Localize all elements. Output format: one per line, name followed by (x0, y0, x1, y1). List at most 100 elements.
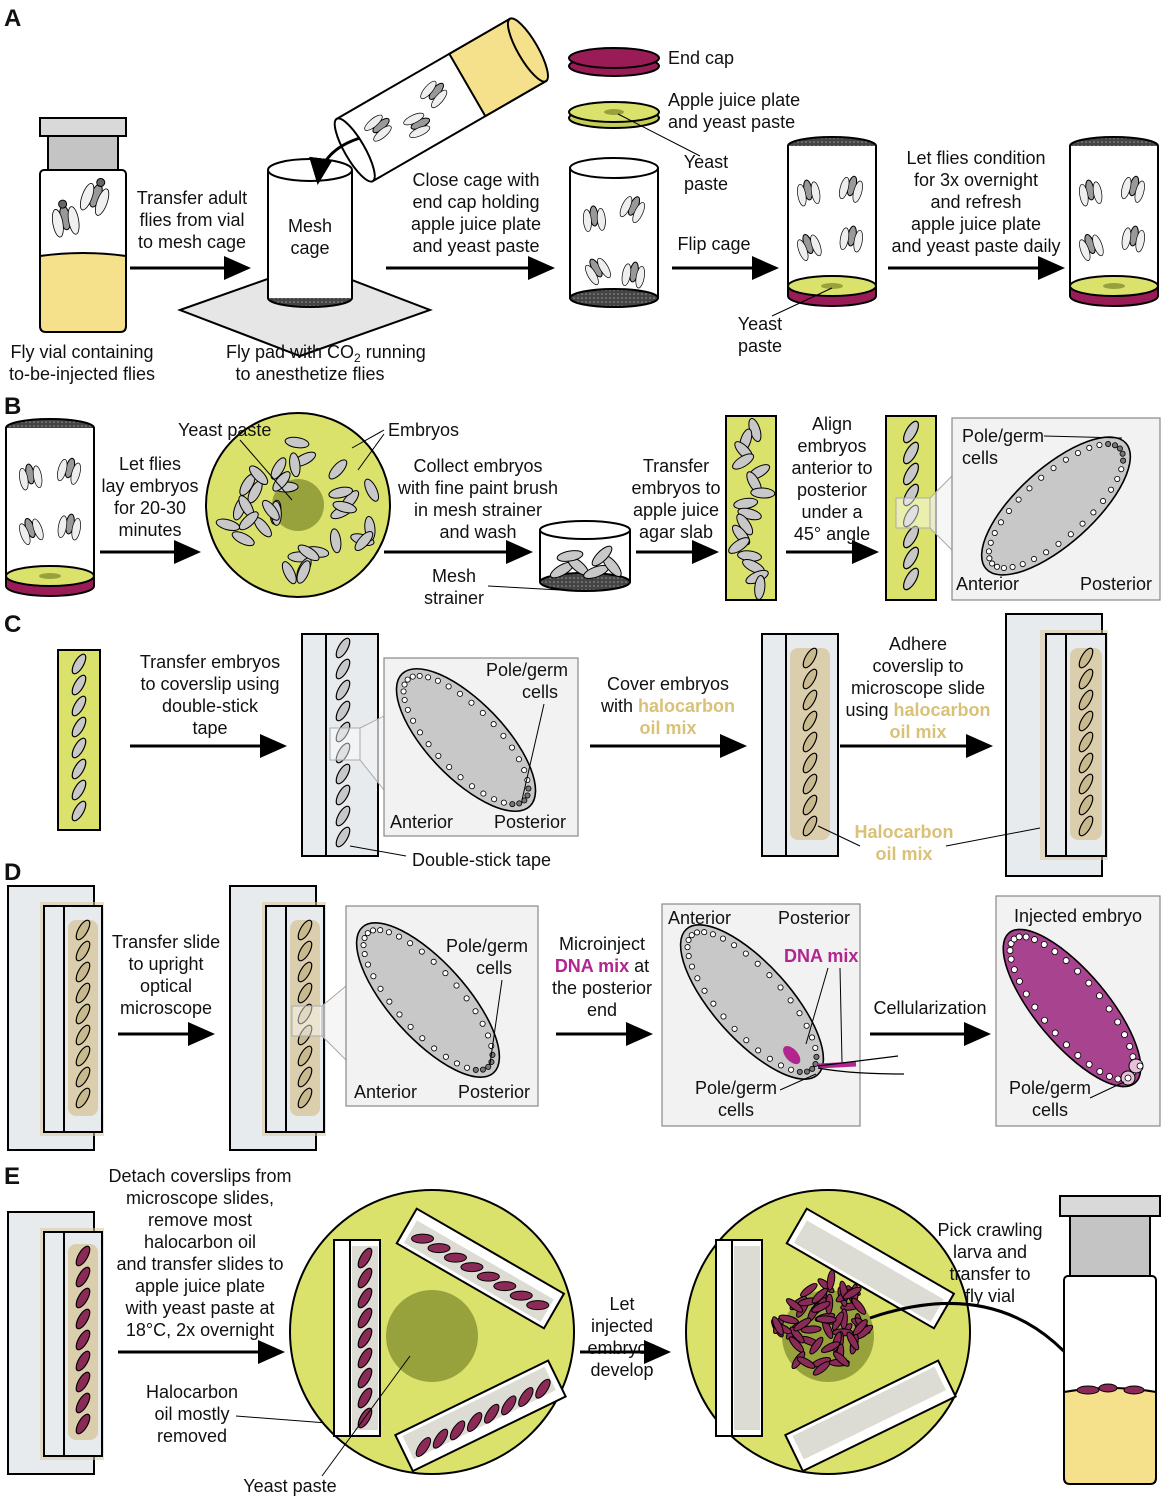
yeast-paste-label-e: Yeast paste (243, 1476, 336, 1496)
pole-cells-label-c: Pole/germ (486, 660, 568, 680)
nucleus (479, 709, 486, 716)
pick-text-2: larva and (953, 1242, 1027, 1262)
pole-cell (809, 1065, 816, 1072)
condition-text-5: and yeast paste daily (891, 236, 1060, 256)
pole-cell (812, 1060, 819, 1067)
embryo (281, 561, 297, 585)
embryo (262, 499, 280, 521)
nucleus (370, 927, 377, 934)
embryo (802, 689, 818, 711)
nucleus (1007, 955, 1015, 963)
pole-cell (1119, 450, 1126, 457)
embryo (800, 1282, 818, 1298)
nucleus (468, 699, 475, 706)
nucleus (410, 717, 417, 724)
lay-text-1: Let flies (119, 454, 181, 474)
slide-on-plate (393, 1359, 567, 1473)
pole-cells-label-d: Pole/germ (446, 936, 528, 956)
nucleus (720, 1013, 727, 1020)
cover-text-3: oil mix (639, 718, 696, 738)
injected-embryo-label: Injected embryo (1014, 906, 1142, 926)
embryo (842, 1286, 862, 1300)
embryo (772, 1316, 784, 1336)
nucleus (1015, 496, 1022, 503)
nucleus (1114, 1075, 1122, 1083)
embryo (820, 1341, 841, 1353)
embryo (75, 919, 91, 941)
embryo (852, 1319, 868, 1336)
nucleus (731, 942, 738, 949)
pole-cell (1116, 445, 1123, 452)
embryo (826, 1269, 836, 1291)
nucleus (364, 930, 371, 937)
condition-text-4: apple juice plate (911, 214, 1041, 234)
develop-text-4: develop (590, 1360, 653, 1380)
nucleus (1090, 509, 1097, 516)
embryo (411, 1233, 435, 1244)
embryo (71, 716, 87, 738)
nucleus (457, 690, 464, 697)
align-text-5: under a (801, 502, 863, 522)
nucleus (701, 929, 708, 936)
embryo (335, 721, 351, 743)
nucleus (754, 960, 761, 967)
embryo (357, 1247, 373, 1269)
transfer-adult-2: flies from vial (139, 210, 244, 230)
nucleus (1074, 1052, 1082, 1059)
nucleus (1050, 465, 1057, 472)
mesh-cage-label-2: cage (290, 238, 329, 258)
nucleus (385, 929, 392, 936)
nucleus (1114, 1018, 1122, 1026)
yeast-paste-label-2: Yeast (738, 314, 782, 334)
detach-text-1: Detach coverslips from (108, 1166, 291, 1186)
nucleus (419, 1035, 426, 1042)
embryo (335, 826, 351, 848)
detach-text-3: remove most (148, 1210, 252, 1230)
embryo (802, 815, 818, 837)
embryo (903, 504, 919, 528)
nucleus (396, 933, 403, 940)
embryo (297, 1003, 313, 1025)
transfer-c-1: Transfer embryos (140, 652, 280, 672)
embryo (75, 1266, 91, 1288)
nucleus (688, 932, 695, 939)
larvae-cluster (771, 1269, 874, 1376)
embryo (484, 1403, 500, 1424)
embryo (75, 1245, 91, 1267)
embryo (75, 1350, 91, 1372)
slide-embryos (75, 919, 91, 1109)
inject-text-2: DNA mix at (555, 956, 649, 976)
embryo (71, 653, 87, 675)
anterior-label-d2: Anterior (668, 908, 731, 928)
dna-mix-droplet (783, 1045, 801, 1065)
nucleus (1031, 1003, 1039, 1011)
embryo (802, 647, 818, 669)
pick-text-3: transfer to (949, 1264, 1030, 1284)
nucleus (1010, 966, 1018, 973)
embryo (297, 544, 320, 562)
nucleus (400, 688, 407, 695)
nucleus (396, 1011, 403, 1018)
oil-removed-3: removed (157, 1426, 227, 1446)
nucleus (709, 931, 716, 938)
embryo (785, 1298, 804, 1313)
panel-label-a: A (4, 5, 21, 32)
nucleus (1085, 979, 1093, 987)
nucleus (985, 548, 992, 555)
embryo (903, 546, 919, 570)
embryo (1078, 752, 1094, 774)
embryo (443, 1252, 467, 1263)
pole-cell (1105, 441, 1112, 448)
vial-caption-2: to-be-injected flies (9, 364, 155, 384)
develop-text-2: injected (591, 1316, 653, 1336)
transfer-vial (333, 17, 549, 183)
adhere-text-3: microscope slide (851, 678, 985, 698)
embryo (329, 528, 342, 554)
embryo (778, 1314, 799, 1325)
nucleus (1106, 1073, 1113, 1080)
nucleus (1015, 933, 1023, 941)
nucleus (468, 783, 475, 790)
adhere-text-4: using halocarbon (845, 700, 990, 720)
detach-text-4: halocarbon oil (144, 1232, 256, 1252)
embryo (335, 679, 351, 701)
